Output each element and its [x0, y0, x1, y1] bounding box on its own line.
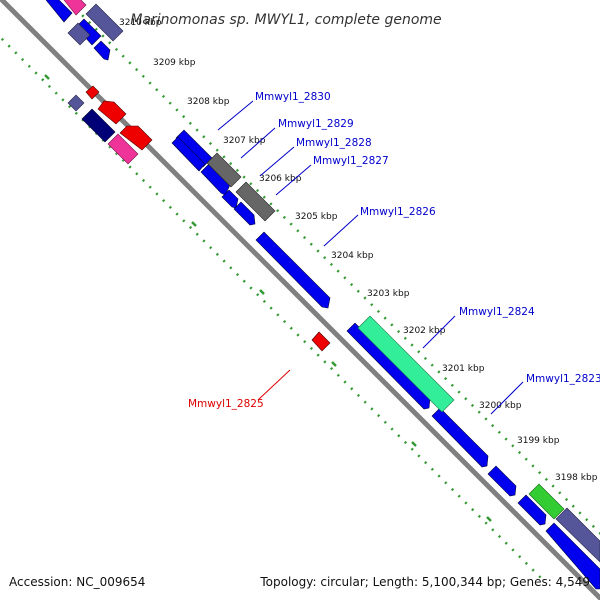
tick-label: 3200 kbp [479, 401, 522, 411]
forward-cds [255, 231, 331, 309]
gene-label-mmwyl1-2828: Mmwyl1_2828 [296, 137, 372, 149]
gene-label-mmwyl1-2829: Mmwyl1_2829 [278, 118, 354, 130]
reverse-cds [85, 85, 100, 100]
inner-long-tick [191, 221, 197, 227]
tick-label: 3199 kbp [517, 436, 560, 446]
pink-feature [107, 133, 139, 165]
forward-features [45, 0, 600, 590]
tick-label: 3205 kbp [295, 212, 338, 222]
forward-cds [171, 136, 206, 172]
green-feature [528, 483, 565, 520]
gene-labels: Mmwyl1_2830 Mmwyl1_2829 Mmwyl1_2828 Mmwy… [188, 91, 600, 410]
inner-long-tick [331, 361, 337, 367]
gene-label-mmwyl1-2830: Mmwyl1_2830 [255, 91, 331, 103]
cyan-feature [357, 315, 455, 413]
tick-label: 3203 kbp [367, 289, 410, 299]
purple-feature [85, 3, 124, 42]
outer-dot-track [65, 0, 600, 535]
leader-line [490, 381, 524, 415]
leader-line [259, 146, 295, 177]
inner-long-tick [44, 74, 50, 80]
forward-cds [93, 40, 111, 61]
gene-label-mmwyl1-2826: Mmwyl1_2826 [360, 206, 436, 218]
gene-label-mmwyl1-2827: Mmwyl1_2827 [313, 155, 389, 167]
forward-cds [517, 494, 547, 526]
gene-label-mmwyl1-2825: Mmwyl1_2825 [188, 398, 264, 410]
purple-feature [67, 22, 91, 46]
leader-line [275, 164, 312, 196]
gene-label-mmwyl1-2823: Mmwyl1_2823 [526, 373, 600, 385]
tick-label: 3204 kbp [331, 251, 374, 261]
forward-cds [75, 18, 102, 46]
navy-feature [81, 108, 116, 143]
reverse-features [63, 0, 331, 352]
forward-cds [545, 522, 600, 590]
tick-label: 3206 kbp [259, 174, 302, 184]
label-leaders [217, 100, 524, 415]
map-title: Marinomonas sp. MWYL1, complete genome [130, 12, 441, 28]
purple-feature [67, 94, 85, 112]
inner-long-tick [486, 516, 492, 522]
forward-cds [431, 407, 489, 468]
accession-text: Accession: NC_009654 [9, 575, 145, 589]
tick-label: 3202 kbp [403, 326, 446, 336]
leader-line [257, 369, 291, 401]
forward-cds [200, 163, 231, 196]
inner-long-tick [411, 441, 417, 447]
purple-feature [555, 507, 600, 563]
tick-label: 3209 kbp [153, 58, 196, 68]
reverse-cds [119, 125, 153, 151]
forward-cds [487, 465, 517, 497]
gene-label-mmwyl1-2824: Mmwyl1_2824 [459, 306, 535, 318]
summary-text: Topology: circular; Length: 5,100,344 bp… [259, 575, 590, 589]
pink-feature [63, 0, 87, 16]
inner-long-tick [259, 289, 265, 295]
forward-cds [233, 201, 256, 226]
tick-labels: 3210 kbp 3209 kbp 3208 kbp 3207 kbp 3206… [119, 18, 598, 483]
forward-cds [45, 0, 73, 23]
gray-feature [206, 152, 242, 188]
forward-cds [221, 189, 239, 209]
gray-feature [235, 181, 276, 222]
reverse-cds [97, 100, 127, 125]
forward-colored-features [67, 3, 600, 563]
forward-cds [346, 322, 431, 410]
leader-line [217, 100, 254, 131]
leader-line [240, 127, 276, 159]
reverse-cds [311, 331, 331, 352]
tick-label: 3208 kbp [187, 97, 230, 107]
tick-label: 3198 kbp [555, 473, 598, 483]
tick-label: 3207 kbp [223, 136, 266, 146]
tick-label: 3210 kbp [119, 18, 162, 28]
leader-line [323, 214, 359, 247]
tick-label: 3201 kbp [442, 364, 485, 374]
leader-line [422, 315, 456, 349]
